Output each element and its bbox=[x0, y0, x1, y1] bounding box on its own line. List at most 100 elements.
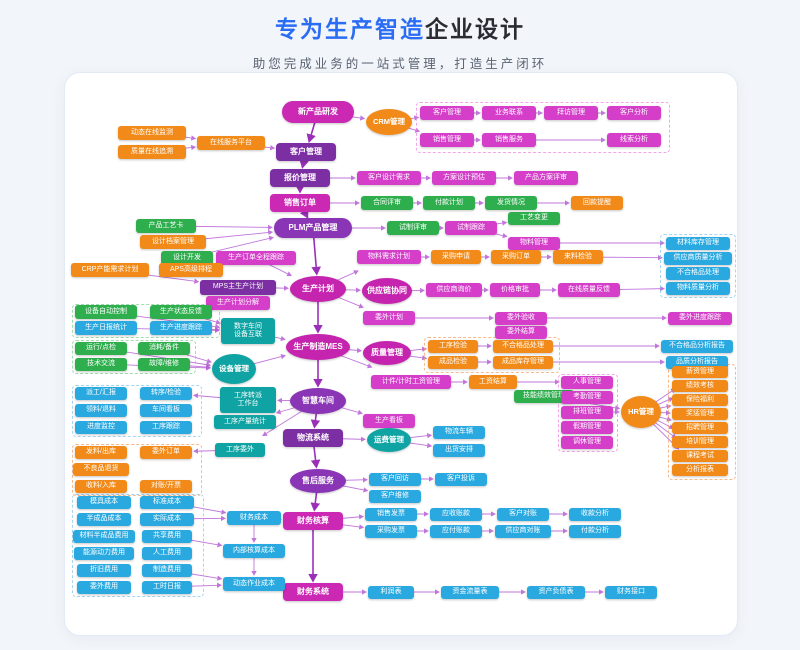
node-m1: 模具成本 bbox=[77, 495, 131, 509]
node-m12: 工时日报 bbox=[142, 580, 192, 594]
page-title: 专为生产智造企业设计 bbox=[0, 10, 800, 44]
node-ws1: 派工/汇报 bbox=[75, 386, 127, 400]
node-c6: 销售服务 bbox=[482, 133, 536, 147]
node-mps2: 生产计划分解 bbox=[206, 296, 270, 310]
node-t3: 工序委外 bbox=[215, 443, 265, 457]
group-outsourcing-ops bbox=[72, 444, 202, 496]
node-fr5: 招聘管理 bbox=[672, 422, 728, 434]
node-hr: HR管理 bbox=[621, 396, 661, 428]
node-r1: 材料库存管理 bbox=[666, 236, 730, 250]
node-o4: 收料/入库 bbox=[75, 479, 127, 493]
node-m9: 折旧费用 bbox=[77, 563, 131, 577]
node-fa: 财务核算 bbox=[283, 512, 343, 530]
node-qr2: 品质分析报告 bbox=[666, 355, 728, 369]
node-plm: PLM产品管理 bbox=[274, 218, 352, 238]
node-aps: APS高级排程 bbox=[159, 263, 223, 277]
node-wg2: 工资结算 bbox=[469, 375, 517, 389]
node-p0: 工艺变更 bbox=[508, 211, 560, 225]
node-sc2: 价格审批 bbox=[490, 283, 540, 297]
node-ws6: 工序跟踪 bbox=[140, 420, 192, 434]
node-m10: 制造费用 bbox=[142, 563, 192, 577]
node-l1: 产品工艺卡 bbox=[136, 219, 196, 233]
node-m11: 委外费用 bbox=[77, 580, 131, 594]
node-as1: 客户回访 bbox=[369, 472, 421, 486]
node-t2: 工序产量统计 bbox=[214, 415, 276, 429]
node-tl1: 动态在线监测 bbox=[118, 126, 186, 140]
node-crp: CRP产能需求计划 bbox=[71, 263, 149, 277]
node-d3: 生产日报统计 bbox=[75, 321, 137, 335]
node-s2: 付款计划 bbox=[423, 196, 475, 210]
node-dig: 数字车间 设备互联 bbox=[221, 318, 275, 344]
node-fa4: 收款分析 bbox=[569, 507, 621, 521]
node-h5: 调休管理 bbox=[561, 435, 613, 449]
node-sc1: 供应商询价 bbox=[426, 283, 482, 297]
node-fa3: 客户对账 bbox=[497, 507, 549, 521]
node-fr3: 保险福利 bbox=[672, 394, 728, 406]
node-fr7: 课程考试 bbox=[672, 450, 728, 462]
node-gt: 生产订单全程跟踪 bbox=[216, 251, 296, 265]
node-mps: MPS主生产计划 bbox=[200, 279, 276, 295]
node-fb3: 供应商对账 bbox=[495, 524, 551, 538]
node-kb: 生产看板 bbox=[363, 414, 415, 428]
node-fc2: 内部核算成本 bbox=[223, 544, 285, 558]
node-p3: 物料管理 bbox=[508, 236, 560, 250]
node-qa4: 成品库存管理 bbox=[493, 355, 553, 369]
node-tl2: 在线服务平台 bbox=[197, 136, 265, 150]
node-e4: 故障/维修 bbox=[138, 357, 190, 371]
node-c2: 业务联系 bbox=[482, 106, 536, 120]
node-aft: 售后服务 bbox=[290, 469, 346, 493]
node-qa1: 工序检验 bbox=[428, 339, 478, 353]
node-s4: 回款提醒 bbox=[571, 196, 623, 210]
node-o3: 不良品退货 bbox=[73, 462, 129, 476]
node-o1: 发料/出库 bbox=[75, 445, 127, 459]
node-eq: 设备管理 bbox=[212, 354, 256, 384]
node-m7: 能源动力费用 bbox=[74, 546, 134, 560]
node-wsp: 智慧车间 bbox=[290, 388, 346, 414]
node-fr8: 分析报表 bbox=[672, 464, 728, 476]
node-fb2: 应付账款 bbox=[430, 524, 482, 538]
node-p1: 试制评审 bbox=[387, 221, 439, 235]
node-t1: 工序转派 工作台 bbox=[220, 387, 276, 413]
node-w2: 委外验收 bbox=[495, 311, 547, 325]
node-r3: 不合格品处理 bbox=[666, 266, 730, 280]
node-fs4: 财务接口 bbox=[605, 585, 657, 599]
node-mes: 生产制造MES bbox=[286, 334, 350, 360]
node-lg2: 出货安排 bbox=[433, 443, 485, 457]
node-e1: 运行/点检 bbox=[75, 341, 127, 355]
node-w2b: 委外结算 bbox=[495, 325, 547, 339]
node-c5: 销售管理 bbox=[420, 133, 474, 147]
node-qr1: 不合格品分析报告 bbox=[661, 339, 733, 353]
node-e2: 消耗/备件 bbox=[138, 341, 190, 355]
node-w1: 委外计划 bbox=[363, 311, 415, 325]
node-m5: 材料半成品费用 bbox=[73, 529, 135, 543]
node-r4: 物料质量分析 bbox=[666, 281, 730, 295]
node-as2: 客户投诉 bbox=[435, 472, 487, 486]
node-fs: 财务系统 bbox=[283, 583, 343, 601]
node-fs1: 利润表 bbox=[368, 585, 414, 599]
node-r2: 供应商质量分析 bbox=[664, 251, 732, 265]
title-rest: 企业设计 bbox=[425, 16, 525, 42]
node-qa2: 不合格品处理 bbox=[493, 339, 553, 353]
node-d1: 设备自动控制 bbox=[75, 305, 137, 319]
node-e3: 技术交流 bbox=[75, 357, 127, 371]
node-fs3: 资产负债表 bbox=[527, 585, 585, 599]
node-m2: 标准成本 bbox=[140, 495, 194, 509]
node-tl3: 质量在线追溯 bbox=[118, 145, 186, 159]
node-pp: 生产计划 bbox=[290, 276, 346, 302]
node-qa3: 成品检验 bbox=[428, 355, 478, 369]
node-m6: 共享费用 bbox=[142, 529, 192, 543]
node-q3: 产品方案评审 bbox=[514, 171, 578, 185]
node-fc1: 财务成本 bbox=[227, 511, 281, 525]
node-l2: 设计档案管理 bbox=[140, 235, 206, 249]
node-fa2: 应收账款 bbox=[430, 507, 482, 521]
node-fc3: 动态作业成本 bbox=[223, 577, 285, 591]
node-sc3: 在线质量反馈 bbox=[558, 283, 620, 297]
node-w3: 委外进度跟踪 bbox=[668, 311, 732, 325]
node-fs2: 资金流量表 bbox=[441, 585, 499, 599]
node-log: 物流系统 bbox=[283, 429, 343, 447]
node-q1: 客户设计需求 bbox=[357, 171, 421, 185]
node-ws2: 转序/检验 bbox=[140, 386, 192, 400]
node-so: 销售订单 bbox=[270, 194, 330, 212]
node-d4: 生产进度跟踪 bbox=[150, 321, 212, 335]
node-m8: 人工费用 bbox=[142, 546, 192, 560]
